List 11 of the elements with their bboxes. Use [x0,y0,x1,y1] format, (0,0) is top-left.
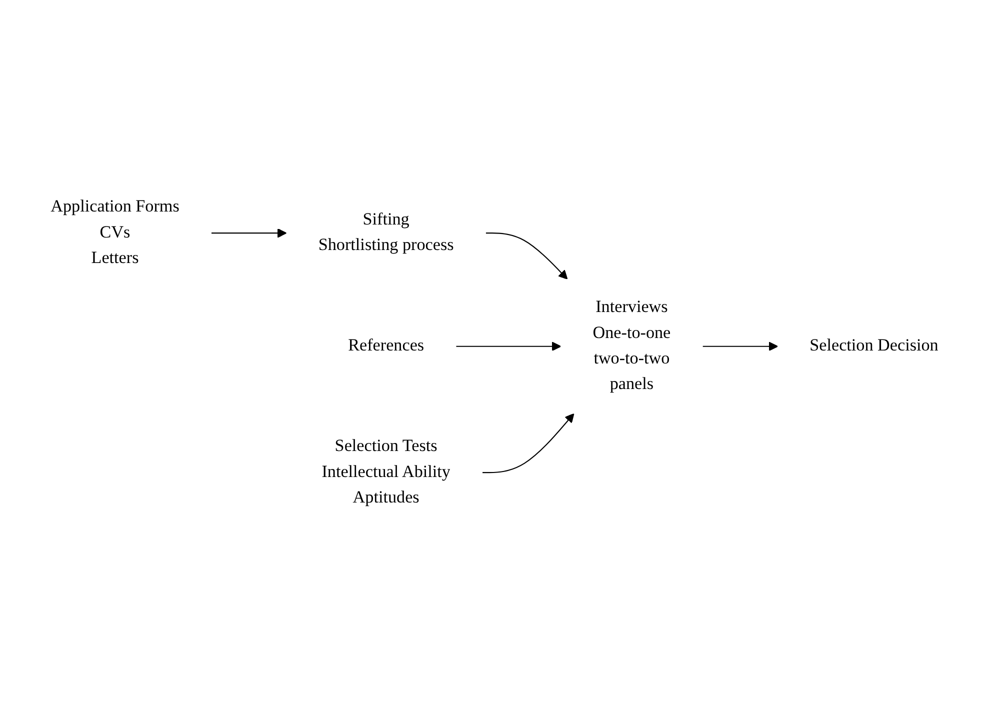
node-text: Selection Tests Intellectual Ability Aptitudes [322,436,450,506]
node-text: References [348,336,424,355]
node-text: Sifting Shortlisting process [318,210,454,254]
arrow [482,413,574,473]
node-text: Application Forms CVs Letters [50,197,180,267]
node-text: Selection Decision [810,336,938,355]
arrow [456,341,562,351]
arrow [702,341,778,351]
node-text: Interviews One-to-one two-to-two panels [592,298,671,394]
arrow [486,232,568,280]
arrow [211,228,287,238]
